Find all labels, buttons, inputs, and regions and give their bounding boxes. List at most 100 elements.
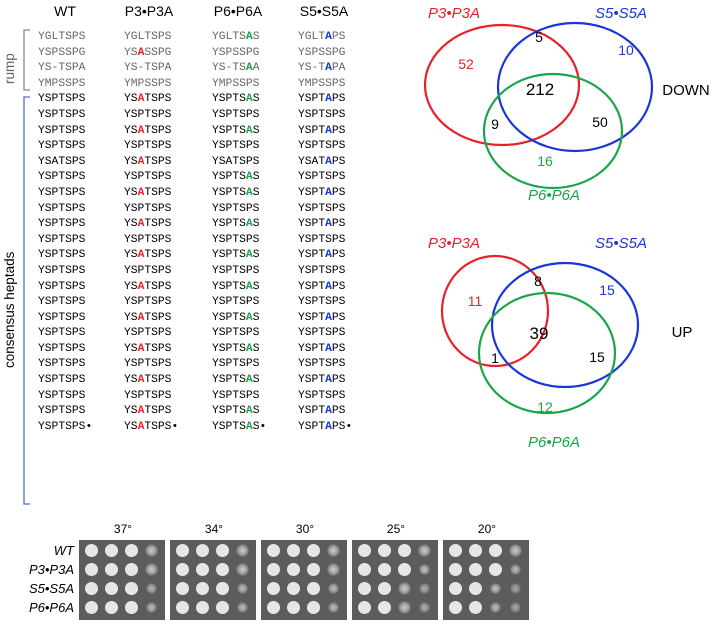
sequence-segment: YS (124, 46, 138, 59)
sequence-segment: YSPTSPS (124, 140, 172, 153)
alanine-substitution: A (325, 249, 332, 262)
yeast-spot (378, 582, 391, 595)
alanine-substitution: A (137, 46, 145, 59)
consensus-heptad-wt: YSPTSPS (38, 295, 92, 311)
sequence-segment: YSPTSPS (124, 233, 172, 246)
sequence-segment: S (252, 31, 260, 43)
venn-down-set-p3: P3•P3A (428, 5, 480, 22)
alanine-substitution: A (325, 311, 332, 324)
yeast-spot (378, 544, 391, 557)
venn-down-count-all: 212 (526, 80, 554, 99)
sequence-segment: YS (124, 249, 138, 262)
yeast-spot (105, 582, 118, 595)
alanine-substitution: A (245, 171, 253, 184)
alanine-substitution: A (245, 62, 253, 75)
consensus-heptad-wt: YSPTSPS (38, 170, 92, 186)
yeast-spot (236, 582, 249, 595)
sequence-segment: YSPTSPS (38, 108, 86, 121)
consensus-heptad-p6p6a: YSPTSPS (212, 357, 266, 373)
consensus-heptad-wt: YSPTSPS (38, 311, 92, 327)
strain-label-p6p6a: P6•P6A (28, 600, 74, 615)
sequence-segment: PS (331, 249, 346, 262)
yeast-spot (236, 563, 249, 576)
sequence-segment: YSPTSPS (38, 171, 86, 184)
alanine-substitution: A (325, 186, 332, 199)
alanine-substitution: A (245, 124, 253, 137)
sequence-segment: YSPTSPS (38, 233, 86, 246)
rump-sequence-s5s5a: YGLTAPS (298, 30, 352, 46)
venn-up-count-p3-s5: 8 (534, 273, 542, 289)
sequence-segment: TSPS (144, 155, 172, 168)
sequence-segment: YSPTSPS (38, 264, 86, 277)
alanine-substitution: A (245, 186, 253, 199)
venn-down-count-s5-p6: 50 (592, 114, 608, 130)
sequence-segment: S (252, 171, 260, 184)
yeast-spot (469, 601, 482, 614)
sequence-segment: YSPTSPS (38, 327, 86, 340)
sequence-segment: SSPG (144, 46, 172, 59)
consensus-heptad-p3p3a: YSATSPS (124, 373, 178, 389)
venn-up-circle-p3 (440, 254, 550, 368)
consensus-heptad-p3p3a: YSATSPS (124, 404, 178, 420)
sequence-segment: YSPTSPS (38, 93, 86, 106)
rump-sequence-wt: YMPSSPS (38, 77, 92, 93)
sequence-segment: YSPT (298, 420, 326, 433)
venn-down-count-p3-p6: 9 (491, 116, 499, 132)
consensus-heptad-s5s5a: YSPTSPS (298, 170, 352, 186)
consensus-heptad-wt: YSPTSPS (38, 404, 92, 420)
alanine-substitution: A (137, 93, 145, 106)
consensus-heptad-p6p6a: YSPTSAS (212, 342, 266, 358)
sequence-segment: YS (124, 124, 138, 137)
yeast-spot (196, 582, 209, 595)
consensus-heptad-p3p3a: YSATSPS• (124, 420, 178, 436)
sequence-segment: YSPTS (212, 405, 246, 418)
sequence-segment: YSPT (298, 249, 326, 262)
sequence-segment: TSPS (144, 374, 172, 387)
venn-up-count-p6-only: 12 (537, 399, 553, 415)
consensus-heptad-p6p6a: YSPTSAS (212, 217, 266, 233)
column-header-wt: WT (54, 3, 76, 19)
temperature-label-20: 20° (477, 522, 497, 536)
yeast-spot (489, 544, 502, 557)
sequence-segment: PS (331, 93, 346, 106)
yeast-spot (216, 582, 229, 595)
plate-20 (443, 540, 529, 620)
yeast-spot (418, 544, 431, 557)
sequence-segment: YSPTS (212, 171, 246, 184)
sequence-segment: YSPTSPS (38, 374, 86, 387)
alanine-substitution: A (325, 62, 332, 75)
consensus-heptad-p6p6a: YSPTSAS (212, 170, 266, 186)
yeast-spot (125, 601, 138, 614)
sequence-segment: YSPTSPS (38, 218, 86, 231)
sequence-segment: YSPTSPS (298, 264, 346, 277)
yeast-spot (510, 602, 521, 613)
yeast-spot (358, 582, 371, 595)
sequence-segment: TSPS (144, 186, 172, 199)
sequence-segment: PS (331, 186, 346, 199)
yeast-spot (449, 601, 462, 614)
consensus-heptad-s5s5a: YSPTAPS (298, 217, 352, 233)
yeast-spot (85, 544, 98, 557)
yeast-spot (398, 601, 411, 614)
sequence-segment: YSPTS (212, 124, 246, 137)
venn-down-circle-s5 (496, 21, 654, 153)
consensus-heptad-p6p6a: YSPTSPS (212, 108, 266, 124)
yeast-spot (418, 563, 431, 576)
consensus-heptad-p3p3a: YSPTSPS (124, 202, 178, 218)
sequence-segment: YGLTSPS (38, 31, 86, 43)
consensus-heptad-p6p6a: YSPTSPS (212, 389, 266, 405)
rump-sequence-wt: YGLTSPS (38, 30, 92, 46)
alanine-substitution: A (137, 155, 145, 168)
sequence-segment: YGLT (298, 31, 326, 43)
venn-up-set-p6: P6•P6A (528, 434, 580, 451)
sequence-segment: YSPTSPS (38, 186, 86, 199)
rump-sequence-p3p3a: YGLTSPS (124, 30, 178, 46)
sequence-segment: TSPS (144, 342, 172, 355)
sequence-segment: YSPTS (212, 249, 246, 262)
sequence-segment: PS (331, 342, 346, 355)
rump-sequence-s5s5a: YS-TAPA (298, 61, 352, 77)
sequence-segment: YSPT (298, 93, 326, 106)
consensus-heptad-wt: YSPTSPS (38, 248, 92, 264)
sequence-segment: YGLTSPS (124, 31, 172, 43)
sequence-segment: YSAT (298, 155, 326, 168)
